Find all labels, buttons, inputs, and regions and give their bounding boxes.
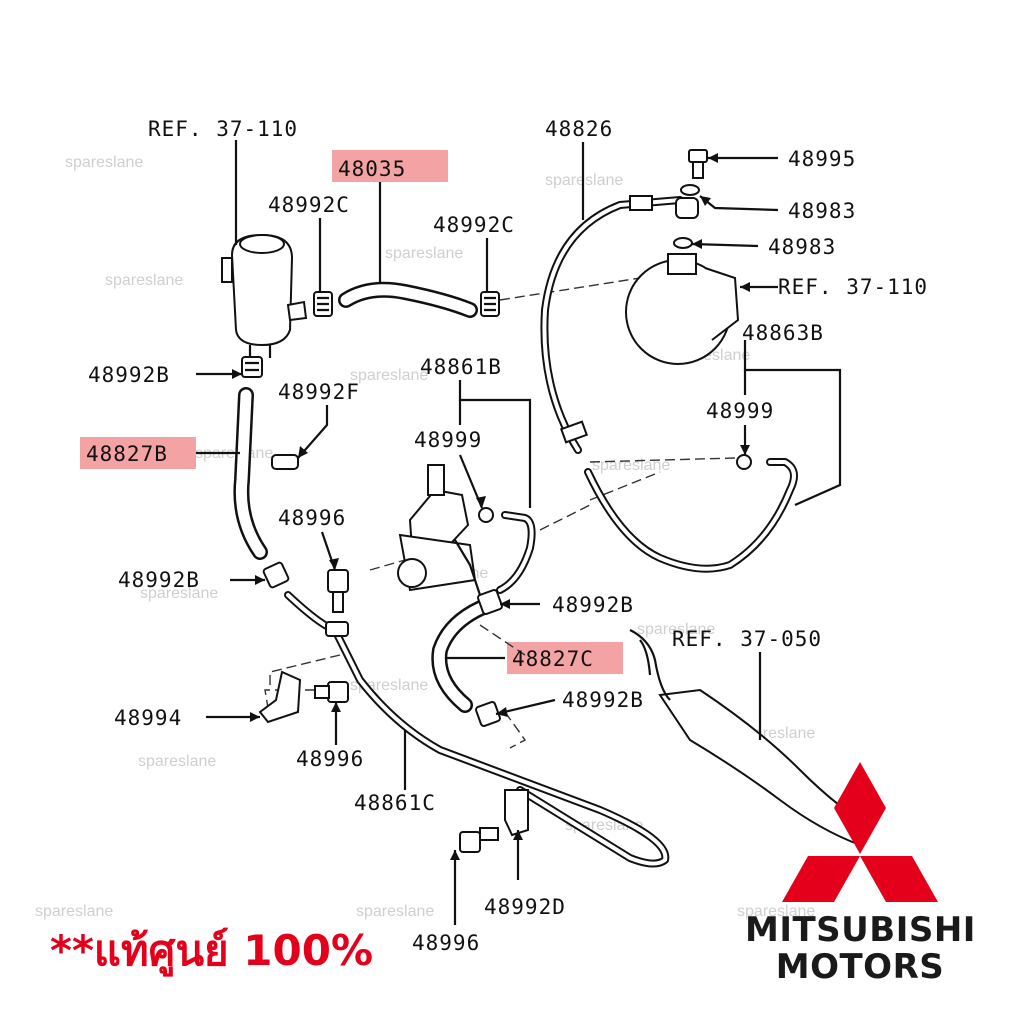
highlight-48827c xyxy=(507,642,623,674)
tube-clamp xyxy=(325,621,349,637)
part-labels: REF. 37-110 48035 48992C 48992C 48826 48… xyxy=(86,117,928,955)
watermark: spareslane xyxy=(65,154,143,171)
label-48992b-3: 48992B xyxy=(552,593,634,617)
clamp-48992b-bottom xyxy=(475,701,501,727)
label-48999-mid: 48999 xyxy=(414,428,482,452)
label-48861c: 48861C xyxy=(354,791,436,815)
label-48863b: 48863B xyxy=(742,321,824,345)
label-ref-37-050: REF. 37-050 xyxy=(672,627,822,651)
clip-48992d xyxy=(504,789,529,837)
steering-gear-body xyxy=(397,464,482,596)
label-48983-bottom: 48983 xyxy=(768,235,836,259)
label-48992f: 48992F xyxy=(278,380,360,404)
watermark: spareslane xyxy=(545,172,623,189)
label-48861b: 48861B xyxy=(420,355,502,379)
dashed-reference-lines xyxy=(264,277,736,749)
bolt-48996-top xyxy=(327,569,349,613)
label-48994: 48994 xyxy=(114,706,182,730)
highlight-48035 xyxy=(332,150,448,182)
mitsubishi-logo-icon xyxy=(782,762,938,902)
label-ref-37-110-top: REF. 37-110 xyxy=(148,117,298,141)
o-ring-48999-mid xyxy=(478,507,494,523)
label-48992b-1: 48992B xyxy=(88,363,170,387)
label-48999-right: 48999 xyxy=(706,399,774,423)
clip-48992f xyxy=(271,454,299,470)
clamp-48992b-mid xyxy=(477,589,503,615)
promo-text: **แท้ศูนย์ 100% xyxy=(50,926,374,975)
label-48983-top: 48983 xyxy=(788,199,856,223)
watermark: spareslane xyxy=(350,367,428,384)
arrow-heads xyxy=(232,153,750,860)
washer-48983-bottom xyxy=(673,237,693,249)
label-48992c-left: 48992C xyxy=(268,193,350,217)
label-48827c: 48827C xyxy=(512,647,594,671)
watermark: spareslane xyxy=(35,903,113,920)
bracket-48994 xyxy=(258,670,302,724)
clamp-48992c-right xyxy=(480,291,500,317)
label-48992b-4: 48992B xyxy=(562,688,644,712)
label-48992b-2: 48992B xyxy=(118,568,200,592)
eye-fitting xyxy=(675,197,699,219)
clamp-48992b-left xyxy=(262,561,290,589)
watermark: spareslane xyxy=(356,903,434,920)
watermark: spareslane xyxy=(637,621,715,638)
label-48827b: 48827B xyxy=(86,442,168,466)
watermark: spareslane xyxy=(140,585,218,602)
brand-name: MITSUBISHI MOTORS xyxy=(745,912,975,986)
label-48995: 48995 xyxy=(788,147,856,171)
watermark: spareslane xyxy=(105,272,183,289)
highlight-48827b xyxy=(80,437,196,469)
eye-bolt-48995 xyxy=(688,149,708,179)
label-48826: 48826 xyxy=(545,117,613,141)
label-48035: 48035 xyxy=(338,157,406,181)
oil-pump xyxy=(625,253,740,365)
bolt-48996-mid xyxy=(314,681,349,703)
o-ring-48999-right xyxy=(736,454,752,470)
brand-line-1: MITSUBISHI xyxy=(745,910,976,950)
label-48992d: 48992D xyxy=(484,895,566,919)
label-48992c-right: 48992C xyxy=(433,213,515,237)
clamp-48992c-left xyxy=(313,291,333,317)
clamp-48992b-top xyxy=(241,356,263,378)
label-48996-top: 48996 xyxy=(278,506,346,530)
label-48996-bottom: 48996 xyxy=(412,931,480,955)
watermark: spareslane xyxy=(737,903,815,920)
reservoir-tank xyxy=(221,233,308,358)
watermark: spareslane xyxy=(138,753,216,770)
bolt-48996-bottom xyxy=(459,827,499,853)
label-48996-mid: 48996 xyxy=(296,747,364,771)
washer-48983-top xyxy=(680,184,700,196)
steering-rack xyxy=(629,629,872,847)
label-ref-37-110-right: REF. 37-110 xyxy=(778,275,928,299)
watermark: spareslane xyxy=(385,245,463,262)
brand-line-2: MOTORS xyxy=(775,947,945,987)
